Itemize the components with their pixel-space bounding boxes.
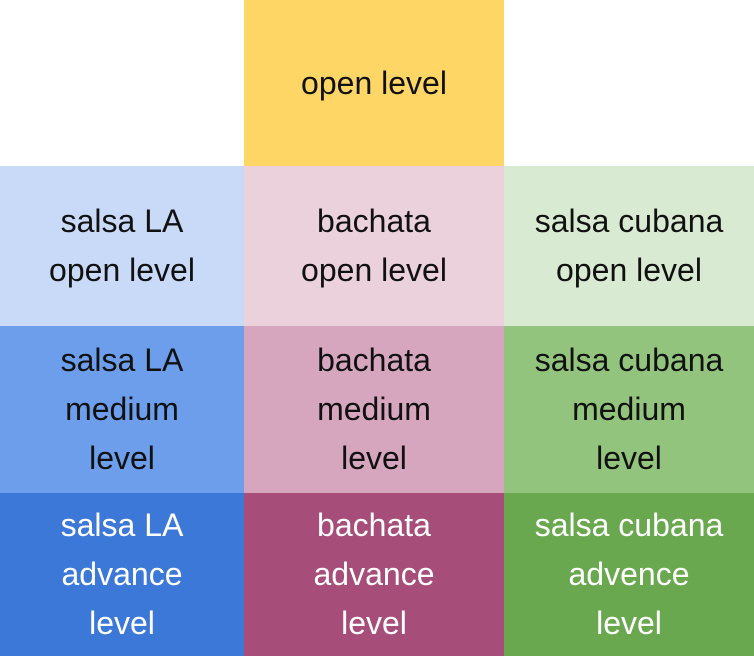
salsa-cubana-medium-level-cell: salsa cubana medium level bbox=[504, 326, 754, 493]
cell-line: advance bbox=[313, 556, 435, 592]
cell-line: salsa cubana bbox=[534, 203, 724, 239]
cell-text: bachata open level bbox=[301, 197, 447, 295]
cell-line: salsa LA bbox=[60, 342, 184, 378]
cell-text: salsa cubana open level bbox=[535, 197, 724, 295]
cell-line: salsa cubana bbox=[534, 342, 724, 378]
cell-line: salsa LA bbox=[60, 507, 184, 543]
cell-line: level bbox=[596, 605, 662, 641]
salsa-la-medium-level-cell: salsa LA medium level bbox=[0, 326, 244, 493]
cell-line: open level bbox=[556, 252, 702, 288]
cell-line: salsa cubana bbox=[534, 507, 724, 543]
cell-line: advance bbox=[61, 556, 183, 592]
cell-text: bachata medium level bbox=[317, 336, 431, 483]
cell-line: medium bbox=[317, 391, 431, 427]
bachata-medium-level-cell: bachata medium level bbox=[244, 326, 504, 493]
cell-line: advence bbox=[568, 556, 690, 592]
cell-line: level bbox=[341, 605, 407, 641]
cell-text: salsa cubana advence level bbox=[535, 501, 724, 648]
cell-line: medium bbox=[572, 391, 686, 427]
open-level-header-label: open level bbox=[301, 64, 447, 101]
bachata-advance-level-cell: bachata advance level bbox=[244, 493, 504, 656]
cell-line: open level bbox=[301, 252, 447, 288]
cell-line: salsa LA bbox=[60, 203, 184, 239]
cell-line: medium bbox=[65, 391, 179, 427]
cell-line: level bbox=[89, 440, 155, 476]
cell-line: open level bbox=[49, 252, 195, 288]
cell-line: bachata bbox=[317, 203, 431, 239]
salsa-la-advance-level-cell: salsa LA advance level bbox=[0, 493, 244, 656]
cell-line: bachata bbox=[317, 507, 431, 543]
open-level-header-cell: open level bbox=[244, 0, 504, 166]
salsa-la-open-level-cell: salsa LA open level bbox=[0, 166, 244, 326]
cell-line: bachata bbox=[317, 342, 431, 378]
cell-line: level bbox=[341, 440, 407, 476]
cell-text: salsa LA open level bbox=[49, 197, 195, 295]
cell-text: salsa cubana medium level bbox=[535, 336, 724, 483]
salsa-cubana-advence-level-cell: salsa cubana advence level bbox=[504, 493, 754, 656]
bachata-open-level-cell: bachata open level bbox=[244, 166, 504, 326]
cell-text: bachata advance level bbox=[314, 501, 435, 648]
cell-text: salsa LA medium level bbox=[61, 336, 184, 483]
cell-line: level bbox=[89, 605, 155, 641]
salsa-cubana-open-level-cell: salsa cubana open level bbox=[504, 166, 754, 326]
cell-line: level bbox=[596, 440, 662, 476]
cell-text: salsa LA advance level bbox=[61, 501, 184, 648]
